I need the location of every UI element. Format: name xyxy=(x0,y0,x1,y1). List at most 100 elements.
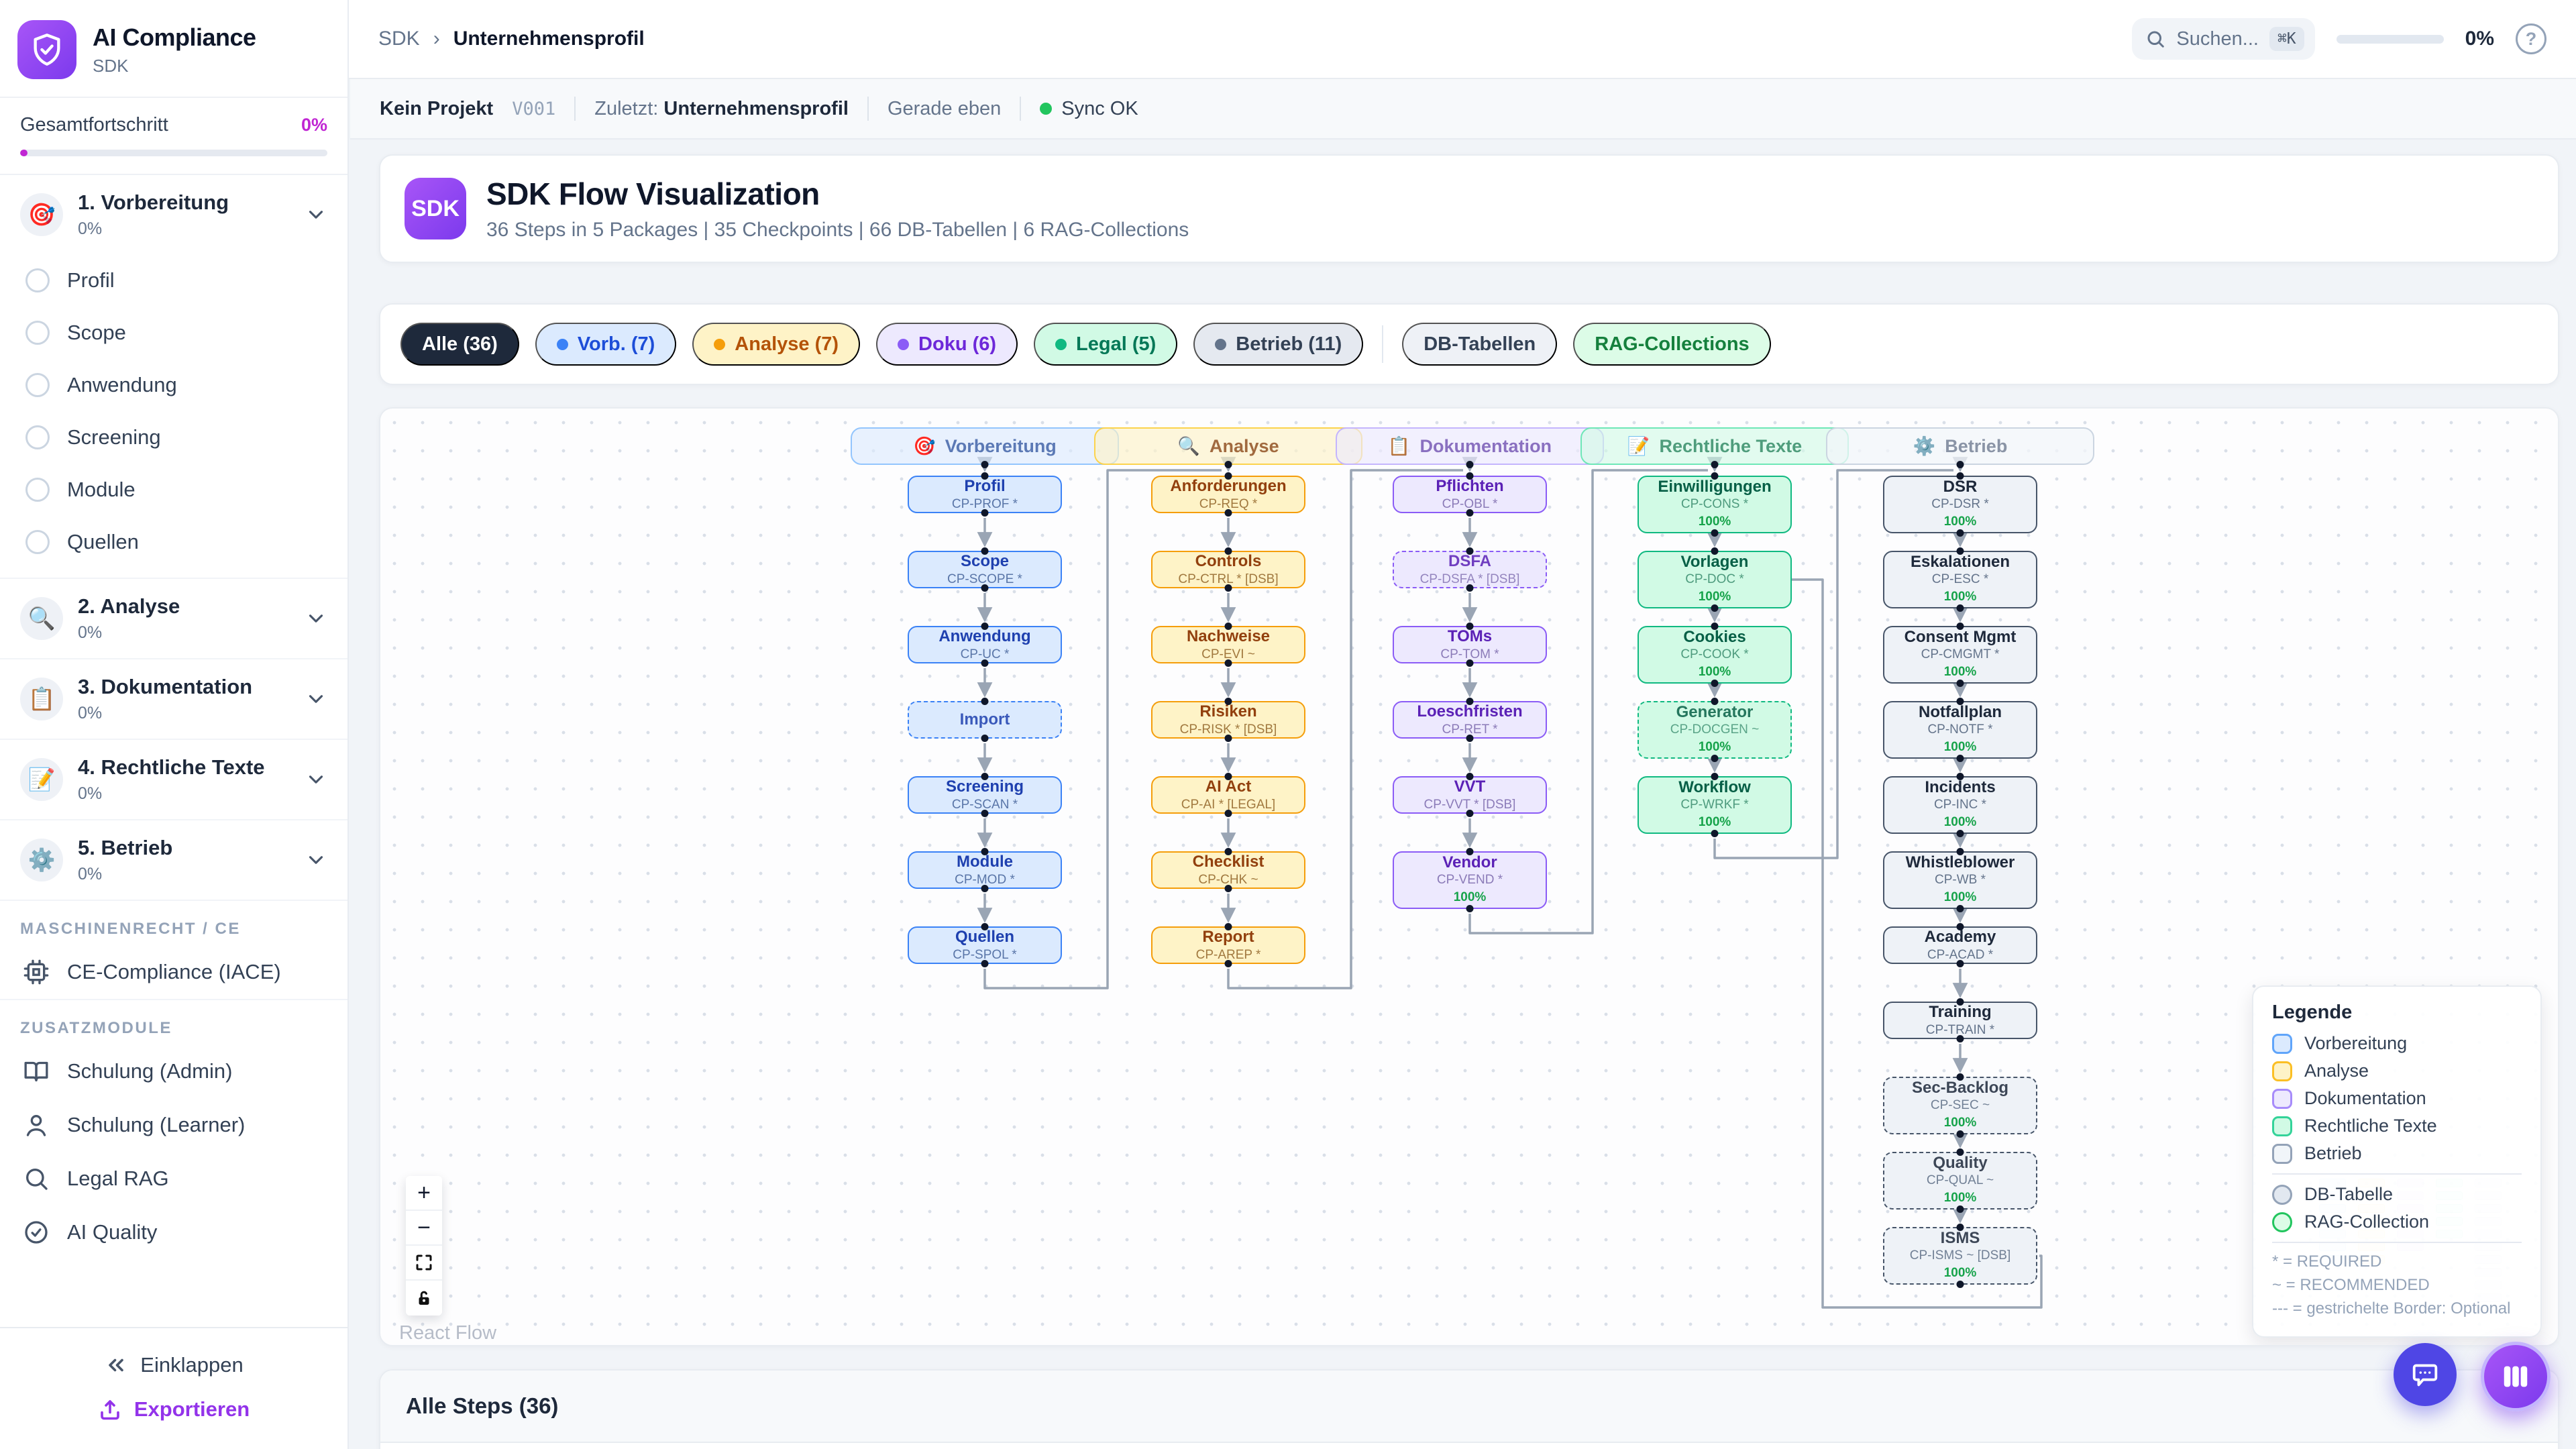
filter-pill-rag-collections[interactable]: RAG-Collections xyxy=(1573,323,1771,366)
node-code: CP-EVI ~ xyxy=(1201,647,1255,661)
node-title: Loeschfristen xyxy=(1417,702,1523,721)
filter-pill-db-tabellen[interactable]: DB-Tabellen xyxy=(1402,323,1558,366)
legend-label: Dokumentation xyxy=(2304,1088,2426,1108)
flow-group-header-rechtliche-texte[interactable]: 📝Rechtliche Texte xyxy=(1580,427,1849,465)
filter-pill-label: Legal (5) xyxy=(1076,333,1157,355)
divider xyxy=(574,97,576,121)
flow-node-import[interactable]: Import xyxy=(908,701,1062,739)
filter-pill-vorb-7[interactable]: Vorb. (7) xyxy=(535,323,677,366)
book-icon xyxy=(23,1058,50,1085)
node-code: CP-RISK * [DSB] xyxy=(1179,722,1277,737)
fit-view-button[interactable] xyxy=(406,1246,442,1281)
filter-pill-legal-5[interactable]: Legal (5) xyxy=(1034,323,1178,366)
sidebar-item-schulung-learner[interactable]: Schulung (Learner) xyxy=(0,1098,347,1152)
node-title: DSR xyxy=(1943,477,1978,496)
node-progress-value: 100% xyxy=(1943,890,1977,905)
category-dot-icon xyxy=(714,338,726,350)
export-button[interactable]: Exportieren xyxy=(0,1387,347,1432)
breadcrumb-root[interactable]: SDK xyxy=(378,28,420,50)
filter-pill-label: Doku (6) xyxy=(918,333,997,355)
last-step: Zuletzt: Unternehmensprofil xyxy=(594,97,849,119)
group-emoji-icon: ⚙️ xyxy=(1913,436,1936,456)
sidebar-item-schulung-admin[interactable]: Schulung (Admin) xyxy=(0,1044,347,1098)
sidebar-item-ce-compliance-iace[interactable]: CE-Compliance (IACE) xyxy=(0,945,347,999)
filter-pill-analyse-7[interactable]: Analyse (7) xyxy=(692,323,861,366)
flow-group-header-analyse[interactable]: 🔍Analyse xyxy=(1094,427,1362,465)
collapse-sidebar-button[interactable]: Einklappen xyxy=(0,1343,347,1387)
flow-group-header-dokumentation[interactable]: 📋Dokumentation xyxy=(1336,427,1604,465)
sidebar-item-quellen[interactable]: Quellen xyxy=(0,516,347,568)
section-label: 3. Dokumentation xyxy=(78,675,253,698)
sidebar-item-legal-rag[interactable]: Legal RAG xyxy=(0,1152,347,1205)
sidebar-item-anwendung[interactable]: Anwendung xyxy=(0,359,347,411)
sidebar-item-scope[interactable]: Scope xyxy=(0,307,347,359)
chat-fab-button[interactable] xyxy=(2394,1343,2457,1406)
node-progress-value: 100% xyxy=(1698,665,1731,680)
flow-group-header-vorbereitung[interactable]: 🎯Vorbereitung xyxy=(851,427,1119,465)
search-button[interactable]: Suchen... ⌘K xyxy=(2132,18,2315,60)
legend-label: Analyse xyxy=(2304,1061,2369,1081)
zoom-in-button[interactable]: + xyxy=(406,1176,442,1211)
filter-pill-alle-36[interactable]: Alle (36) xyxy=(400,323,519,366)
legend-row-analyse: Analyse xyxy=(2272,1061,2522,1081)
sidebar-item-module[interactable]: Module xyxy=(0,464,347,516)
node-progress-value: 100% xyxy=(1943,515,1977,529)
group-label: Rechtliche Texte xyxy=(1659,435,1803,456)
sidebar-item-screening[interactable]: Screening xyxy=(0,411,347,464)
flow-group-header-betrieb[interactable]: ⚙️Betrieb xyxy=(1826,427,2094,465)
help-button[interactable]: ? xyxy=(2516,23,2546,54)
steps-title: Alle Steps (36) xyxy=(406,1393,559,1418)
sidebar-item-ai-quality[interactable]: AI Quality xyxy=(0,1205,347,1259)
filter-pill-betrieb-11[interactable]: Betrieb (11) xyxy=(1193,323,1364,366)
lock-button[interactable] xyxy=(406,1281,442,1316)
sidebar-item-profil[interactable]: Profil xyxy=(0,254,347,307)
app-logo xyxy=(17,20,76,79)
board-fab-button[interactable] xyxy=(2481,1342,2551,1411)
node-title: Anforderungen xyxy=(1170,477,1287,496)
node-code: CP-DSFA * [DSB] xyxy=(1419,572,1520,586)
zoom-out-button[interactable]: − xyxy=(406,1211,442,1246)
filter-pill-doku-6[interactable]: Doku (6) xyxy=(876,323,1018,366)
